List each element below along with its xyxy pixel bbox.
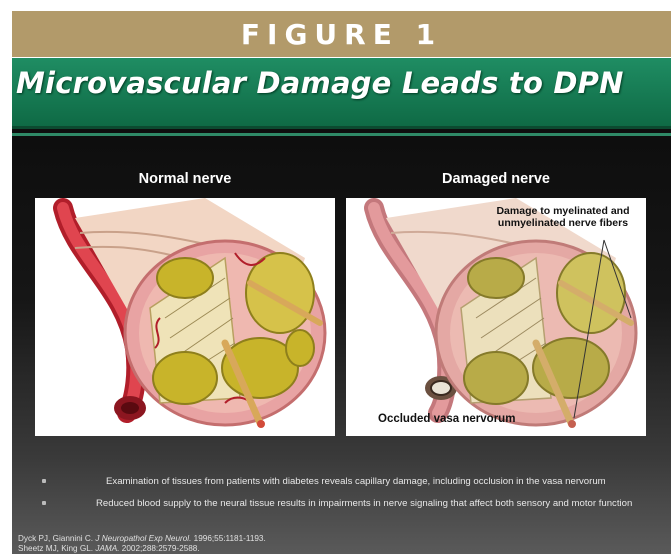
reference-authors: Dyck PJ, Giannini C. — [18, 534, 93, 543]
bullet-text: Examination of tissues from patients wit… — [106, 476, 606, 487]
references: Dyck PJ, Giannini C. J Neuropathol Exp N… — [18, 534, 266, 554]
title-bar: Microvascular Damage Leads to DPN — [12, 58, 671, 129]
reference-journal: JAMA. — [95, 544, 119, 553]
bullet-text: Reduced blood supply to the neural tissu… — [96, 498, 632, 509]
reference-details: 2002;288:2579-2588. — [122, 544, 200, 553]
bullet-list: Examination of tissues from patients wit… — [42, 470, 671, 514]
fiber-damage-callout: Damage to myelinated and unmyelinated ne… — [488, 205, 638, 229]
damaged-nerve-label: Damaged nerve — [346, 171, 646, 187]
normal-nerve-illustration — [35, 198, 335, 436]
figure-label: FIGURE 1 — [12, 11, 671, 57]
reference-details: 1996;55:1181-1193. — [194, 534, 266, 543]
slide: Microvascular Damage Leads to DPN Normal… — [12, 58, 671, 554]
occluded-vasa-label: Occluded vasa nervorum — [378, 413, 515, 425]
reference-journal: J Neuropathol Exp Neurol. — [95, 534, 191, 543]
reference-1: Dyck PJ, Giannini C. J Neuropathol Exp N… — [18, 534, 266, 544]
bullet-icon — [42, 501, 46, 505]
reference-2: Sheetz MJ, King GL. JAMA. 2002;288:2579-… — [18, 544, 266, 554]
title-divider — [12, 133, 671, 136]
list-item: Examination of tissues from patients wit… — [42, 470, 671, 492]
list-item: Reduced blood supply to the neural tissu… — [42, 492, 671, 514]
normal-nerve-label: Normal nerve — [35, 171, 335, 187]
slide-title: Microvascular Damage Leads to DPN — [16, 66, 624, 100]
damaged-nerve-illustration: Damage to myelinated and unmyelinated ne… — [346, 198, 646, 436]
bullet-icon — [42, 479, 46, 483]
reference-authors: Sheetz MJ, King GL. — [18, 544, 93, 553]
